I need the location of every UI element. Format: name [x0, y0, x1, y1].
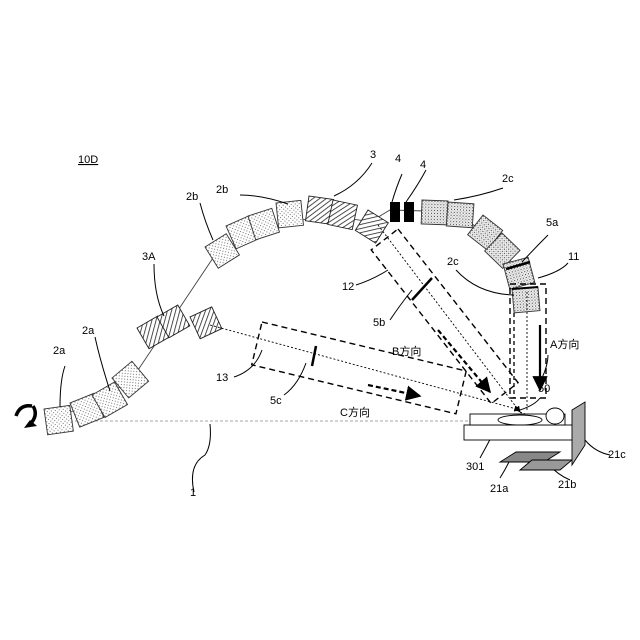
block-4-b — [404, 202, 414, 222]
treatment-couch — [464, 408, 574, 440]
box-13 — [252, 322, 466, 414]
dotted-beams — [210, 225, 572, 432]
label-5c: 5c — [270, 395, 282, 407]
patient-body — [498, 415, 542, 425]
rotation-arrow-icon — [16, 406, 37, 428]
label-4-a: 4 — [395, 153, 401, 165]
magnet-2c-1 — [421, 200, 448, 225]
block-4-a — [390, 202, 400, 222]
label-5a: 5a — [546, 217, 559, 229]
label-b-direction: B方向 — [392, 344, 421, 358]
label-4-b: 4 — [420, 159, 426, 171]
label-2b-top: 2b — [186, 191, 198, 203]
label-21c: 21c — [608, 449, 626, 461]
magnet-2a-1 — [44, 405, 73, 434]
label-50: 50 — [538, 383, 550, 395]
label-3A: 3A — [142, 251, 156, 263]
magnet-3-2 — [328, 200, 358, 230]
label-11: 11 — [568, 251, 579, 263]
label-2a-left: 2a — [53, 345, 66, 357]
detector-21c — [572, 402, 585, 465]
label-c-direction: C方向 — [340, 405, 370, 419]
label-13: 13 — [216, 372, 228, 384]
figure-label: 10D — [78, 154, 98, 166]
label-21a: 21a — [490, 483, 509, 495]
label-2b-mid: 2b — [216, 184, 228, 196]
label-1: 1 — [190, 487, 196, 499]
magnet-3A-3 — [190, 307, 222, 339]
label-21b: 21b — [558, 479, 576, 491]
couch-base — [464, 425, 574, 440]
label-5b: 5b — [373, 317, 385, 329]
magnet-3-3 — [355, 210, 388, 243]
marker-5b — [412, 278, 432, 300]
label-3: 3 — [370, 149, 376, 161]
label-a-direction: A方向 — [550, 337, 579, 351]
black-blocks-4 — [390, 202, 414, 222]
label-2a-mid: 2a — [82, 325, 95, 337]
dense-magnets — [421, 200, 540, 313]
label-12: 12 — [342, 281, 354, 293]
label-301: 301 — [466, 461, 484, 473]
arrow-c — [368, 385, 420, 396]
label-2c-top: 2c — [502, 173, 514, 185]
patient-head — [546, 408, 564, 424]
magnet-2b-4 — [276, 200, 303, 227]
marker-5c — [312, 346, 316, 366]
label-2c-mid: 2c — [447, 256, 459, 268]
magnet-2c-6 — [512, 287, 540, 313]
magnet-2c-2 — [446, 202, 474, 228]
